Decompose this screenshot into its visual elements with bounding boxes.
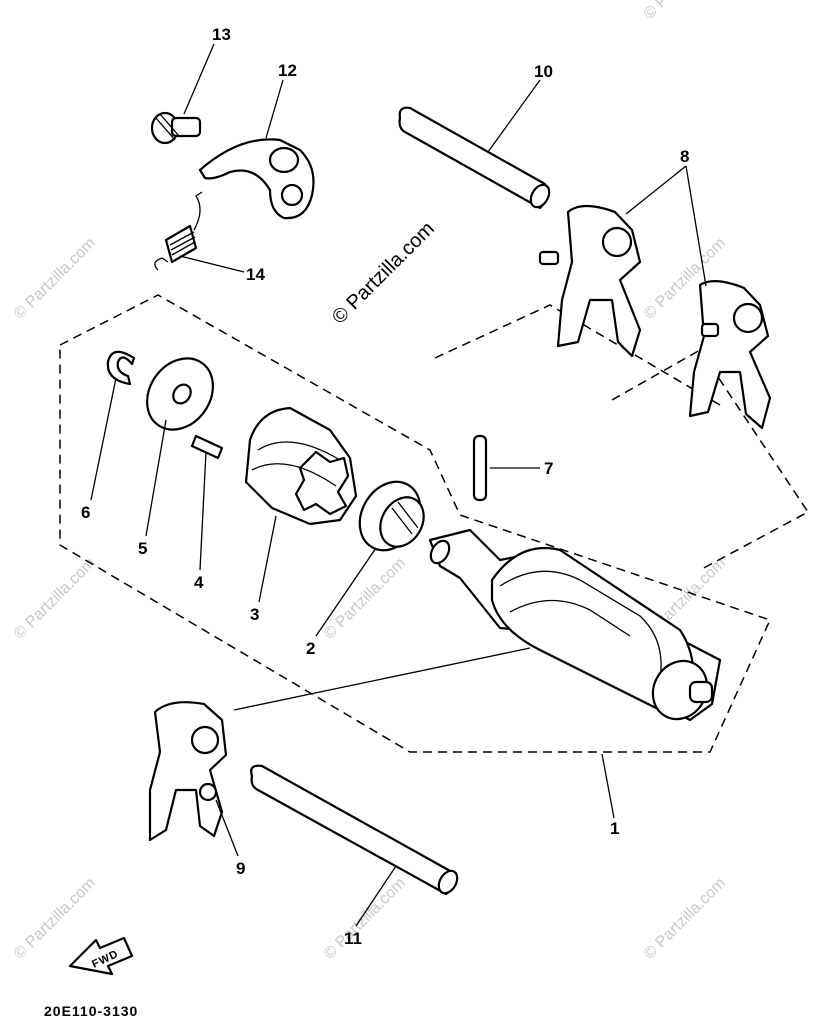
fork-link-dashed	[434, 304, 810, 571]
part-9-shift-fork	[148, 701, 228, 842]
callout-labels: 13 12 10 8 14 7 6 5 4 3 2 1 9 11	[81, 25, 689, 948]
diagram-code: 20E110-3130	[44, 1003, 138, 1019]
callout-10: 10	[534, 62, 553, 81]
callout-4: 4	[194, 573, 204, 592]
callout-13: 13	[212, 25, 231, 44]
part-13-bolt	[150, 111, 202, 145]
part-2-bearing	[358, 480, 425, 552]
watermark-mid-2: © Partzilla.com	[321, 875, 409, 963]
callout-3: 3	[250, 605, 259, 624]
callout-11: 11	[344, 929, 362, 948]
watermark-top-right: © Partzilla.com	[641, 0, 729, 23]
leader-lines	[90, 43, 707, 927]
watermark-mid-1: © Partzilla.com	[321, 555, 409, 643]
fwd-arrow-icon: FWD	[68, 936, 134, 976]
callout-1: 1	[610, 819, 619, 838]
watermark-main: © Partzilla.com	[328, 218, 439, 329]
part-8-shift-fork-a	[538, 204, 642, 358]
assembly-dashed-outline	[59, 294, 772, 753]
part-6-circlip	[106, 350, 136, 386]
watermark-left-1: © Partzilla.com	[11, 235, 99, 323]
callout-5: 5	[138, 539, 147, 558]
part-3-segment	[244, 406, 358, 526]
callout-9: 9	[236, 859, 245, 878]
part-4-dowel-pin	[190, 434, 224, 460]
watermark-left-2: © Partzilla.com	[11, 555, 99, 643]
part-11-guide-bar	[250, 764, 459, 896]
callout-8: 8	[680, 147, 689, 166]
callout-6: 6	[81, 503, 90, 522]
part-7-pin	[472, 434, 488, 502]
callout-7: 7	[544, 459, 553, 478]
part-14-spring	[154, 191, 203, 271]
callout-12: 12	[278, 61, 297, 80]
part-5-washer	[146, 357, 214, 431]
watermark-layer: © Partzilla.com © Partzilla.com © Partzi…	[11, 0, 729, 963]
part-12-stopper-lever	[198, 138, 315, 220]
watermark-right-3: © Partzilla.com	[641, 875, 729, 963]
callout-14: 14	[246, 265, 265, 284]
part-8-shift-fork-b	[688, 280, 772, 430]
part-10-guide-bar	[398, 106, 551, 210]
callout-2: 2	[306, 639, 315, 658]
part-1-shift-drum	[428, 528, 722, 722]
